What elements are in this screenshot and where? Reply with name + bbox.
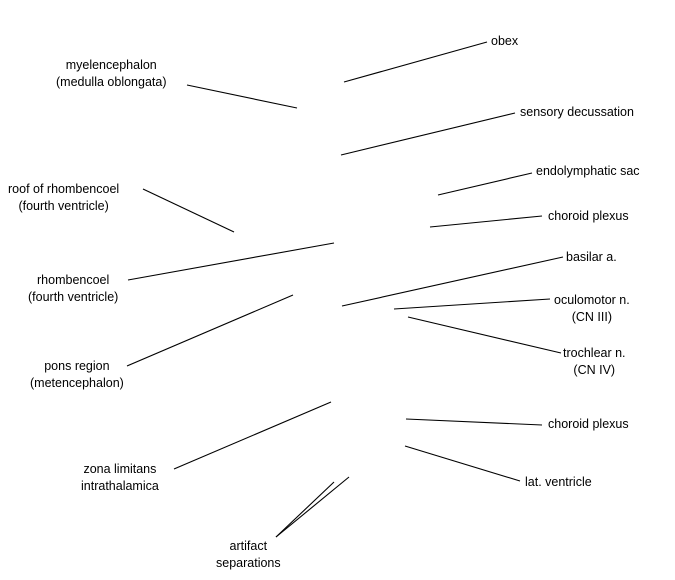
label-choroid-plexus-upper: choroid plexus (548, 209, 629, 223)
leader-line-artifact-2 (275, 476, 350, 538)
leader-line-sensory-decussation (340, 112, 516, 156)
label-trochlear-n: trochlear n. (CN IV) (563, 346, 626, 377)
leader-line-trochlear-n (407, 316, 562, 354)
leader-line-roof-rhombencoel (142, 188, 235, 233)
label-myelencephalon: myelencephalon (medulla oblongata) (56, 58, 167, 89)
leader-line-artifact-1 (275, 481, 335, 538)
leader-line-choroid-plexus-upper (429, 215, 543, 228)
leader-line-myelencephalon (186, 84, 298, 109)
leader-lines (126, 41, 564, 538)
label-endolymphatic-sac: endolymphatic sac (536, 164, 640, 178)
label-sensory-decussation: sensory decussation (520, 105, 634, 119)
label-oculomotor-n: oculomotor n. (CN III) (554, 293, 630, 324)
label-choroid-plexus-lower: choroid plexus (548, 417, 629, 431)
label-lat-ventricle: lat. ventricle (525, 475, 592, 489)
leader-line-endolymphatic-sac (437, 172, 533, 196)
leader-line-pons-region (126, 294, 294, 367)
leader-line-lat-ventricle (404, 445, 521, 482)
label-basilar-a: basilar a. (566, 250, 617, 264)
label-rhombencoel: rhombencoel (fourth ventricle) (28, 273, 119, 304)
leader-line-rhombencoel (127, 242, 335, 281)
leader-line-choroid-plexus-lower (405, 418, 543, 426)
leader-line-obex (343, 41, 488, 83)
label-pons-region: pons region (metencephalon) (30, 359, 124, 390)
label-artifact-separations: artifact separations (216, 539, 281, 570)
label-roof-rhombencoel: roof of rhombencoel (fourth ventricle) (8, 182, 120, 213)
label-zona-limitans: zona limitans intrathalamica (81, 462, 159, 493)
leader-line-oculomotor-n (393, 298, 551, 310)
leader-line-basilar-a (341, 256, 564, 307)
leader-line-zona-limitans (173, 401, 332, 470)
label-obex: obex (491, 34, 519, 48)
